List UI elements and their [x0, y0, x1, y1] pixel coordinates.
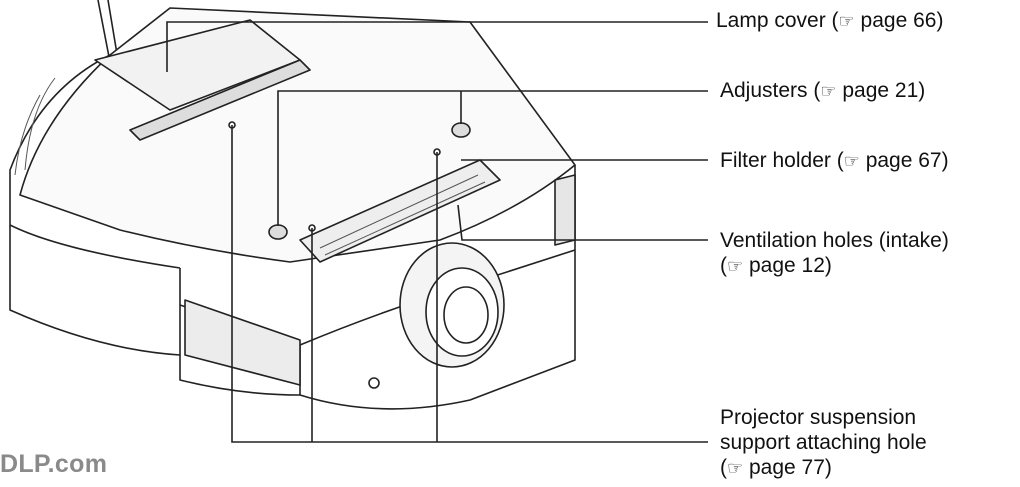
leader-suspension	[231, 125, 708, 443]
callout-adjusters: Adjusters (☞ page 21)	[720, 79, 926, 102]
callout-ventilation-page: page 12	[748, 254, 825, 277]
callout-filter-holder-page: page 67	[865, 149, 942, 172]
callout-suspension-page: page 77	[748, 456, 825, 479]
adjuster-right	[451, 122, 471, 138]
watermark: DLP.com	[0, 450, 108, 478]
leader-lines	[166, 21, 708, 443]
lens-inner	[425, 267, 499, 357]
callout-lamp-cover: Lamp cover (☞ page 66)	[716, 9, 944, 32]
callout-adjusters-label: Adjusters	[720, 79, 808, 102]
callout-suspension-line1: Projector suspension	[720, 406, 917, 429]
callout-ventilation-label: Ventilation holes (intake)	[720, 229, 949, 252]
pointing-hand-icon: ☞	[838, 11, 855, 32]
callout-suspension: Projector suspension support attaching h…	[720, 406, 927, 479]
callout-adjusters-page: page 21	[842, 79, 919, 102]
adjuster-left	[268, 224, 288, 240]
callout-filter-holder-label: Filter holder	[720, 149, 831, 172]
callout-lamp-cover-label: Lamp cover	[716, 9, 826, 32]
projector-top-surface	[19, 7, 576, 263]
callout-ventilation: Ventilation holes (intake) (☞ page 12)	[720, 229, 949, 277]
leader-lamp-cover	[166, 21, 708, 72]
callout-suspension-line2: support attaching hole	[720, 431, 927, 454]
projector-front-face	[179, 165, 576, 410]
callout-lamp-cover-page: page 66	[860, 9, 937, 32]
pointing-hand-icon: ☞	[727, 458, 744, 479]
pointing-hand-icon: ☞	[727, 256, 744, 277]
callout-filter-holder: Filter holder (☞ page 67)	[720, 149, 949, 172]
leader-ventilation	[457, 204, 708, 241]
leader-adjusters	[277, 90, 708, 226]
pointing-hand-icon: ☞	[843, 151, 860, 172]
pointing-hand-icon: ☞	[820, 81, 837, 102]
projector-illustration	[9, 0, 576, 410]
